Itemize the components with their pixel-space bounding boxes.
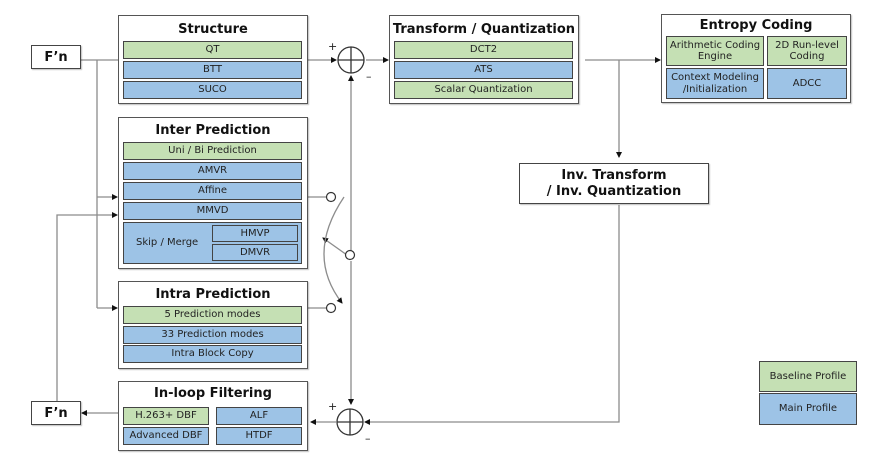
inter-prediction-block: Inter Prediction Uni / Bi Prediction AMV… [118, 117, 308, 269]
skip-merge-sub-label: DMVR [239, 246, 271, 258]
transform-item: ATS [394, 61, 573, 79]
inloop-title: In-loop Filtering [154, 386, 272, 401]
entropy-item: Arithmetic Coding Engine [666, 36, 764, 66]
entropy-block: Entropy Coding Arithmetic Coding Engine … [661, 14, 851, 103]
entropy-item-label: Arithmetic Coding Engine [669, 39, 761, 63]
wire-inv-to-adder [364, 205, 620, 425]
transform-item: Scalar Quantization [394, 81, 573, 99]
switch-lever [322, 237, 348, 256]
intra-item: 33 Prediction modes [123, 326, 302, 344]
entropy-title: Entropy Coding [699, 18, 813, 33]
legend-main: Main Profile [759, 393, 857, 425]
inter-title: Inter Prediction [155, 123, 271, 138]
inloop-item-label: Advanced DBF [129, 430, 203, 442]
intra-item: 5 Prediction modes [123, 306, 302, 324]
inloop-item-label: HTDF [245, 430, 273, 442]
intra-prediction-block: Intra Prediction 5 Prediction modes 33 P… [118, 281, 308, 369]
transform-item-label: DCT2 [469, 44, 498, 56]
inloop-item: HTDF [216, 427, 302, 445]
transform-item-label: ATS [474, 64, 493, 76]
adder-top-minus: – [366, 70, 372, 83]
switch-pivot [344, 249, 356, 261]
inter-item: AMVR [123, 162, 302, 180]
inloop-item-label: H.263+ DBF [135, 410, 197, 422]
structure-item-label: QT [205, 44, 220, 56]
adder-bottom-plus: + [328, 400, 338, 413]
intra-item-label: Intra Block Copy [171, 348, 254, 360]
inv-transform-block: Inv. Transform / Inv. Quantization [519, 163, 709, 204]
switch-contact-inter [325, 191, 337, 203]
skip-merge-sub-item: DMVR [212, 244, 298, 261]
intra-item-label: 5 Prediction modes [164, 309, 261, 321]
inloop-item: H.263+ DBF [123, 407, 209, 425]
frame-input-label: F’n [44, 49, 68, 65]
skip-merge-sub-item: HMVP [212, 225, 298, 242]
entropy-item-label: 2D Run-level Coding [775, 39, 839, 63]
inv-transform-line2: / Inv. Quantization [546, 183, 682, 199]
intra-item-label: 33 Prediction modes [161, 329, 264, 341]
entropy-item: Context Modeling /Initialization [666, 68, 764, 99]
skip-merge-sub-label: HMVP [240, 227, 270, 239]
intra-title: Intra Prediction [155, 287, 271, 302]
transform-block: Transform / Quantization DCT2 ATS Scalar… [389, 15, 579, 104]
inloop-item: ALF [216, 407, 302, 425]
structure-item-label: SUCO [198, 84, 227, 96]
structure-block: Structure QT BTT SUCO [118, 15, 308, 104]
entropy-item: 2D Run-level Coding [767, 36, 847, 66]
transform-item: DCT2 [394, 41, 573, 59]
structure-item: BTT [123, 61, 302, 79]
structure-item-label: BTT [203, 64, 222, 76]
legend-label: Baseline Profile [769, 370, 847, 382]
inloop-filter-block: In-loop Filtering H.263+ DBF ALF Advance… [118, 381, 308, 451]
inter-item: Uni / Bi Prediction [123, 142, 302, 160]
inloop-item: Advanced DBF [123, 427, 209, 445]
structure-title: Structure [178, 22, 248, 37]
skip-merge-group: Skip / Merge HMVP DMVR [123, 222, 302, 264]
inter-item-label: MMVD [196, 205, 229, 217]
inter-item-label: AMVR [197, 165, 228, 177]
frame-input-box: F’n [31, 45, 81, 69]
transform-title: Transform / Quantization [392, 22, 576, 37]
legend-baseline: Baseline Profile [759, 361, 857, 392]
entropy-item-label: ADCC [792, 77, 822, 89]
switch-contact-intra [325, 302, 337, 314]
adder-bottom-minus: – [365, 432, 371, 445]
legend-label: Main Profile [778, 403, 838, 415]
entropy-item-label: Context Modeling /Initialization [671, 72, 759, 95]
inter-item: MMVD [123, 202, 302, 220]
transform-item-label: Scalar Quantization [434, 84, 533, 96]
structure-item: QT [123, 41, 302, 59]
intra-item: Intra Block Copy [123, 345, 302, 363]
inter-item: Affine [123, 182, 302, 200]
adder-top-plus: + [328, 40, 338, 53]
frame-output-box: F’n [31, 401, 81, 425]
inloop-item-label: ALF [249, 410, 269, 422]
skip-merge-label: Skip / Merge [136, 237, 199, 248]
frame-output-label: F’n [44, 405, 68, 421]
inter-item-label: Affine [198, 185, 227, 197]
structure-item: SUCO [123, 81, 302, 99]
entropy-item: ADCC [767, 68, 847, 99]
wire-reference-feedback [56, 212, 118, 405]
inv-transform-line1: Inv. Transform [561, 167, 667, 183]
inter-item-label: Uni / Bi Prediction [168, 145, 257, 157]
switch-arc [323, 196, 345, 304]
